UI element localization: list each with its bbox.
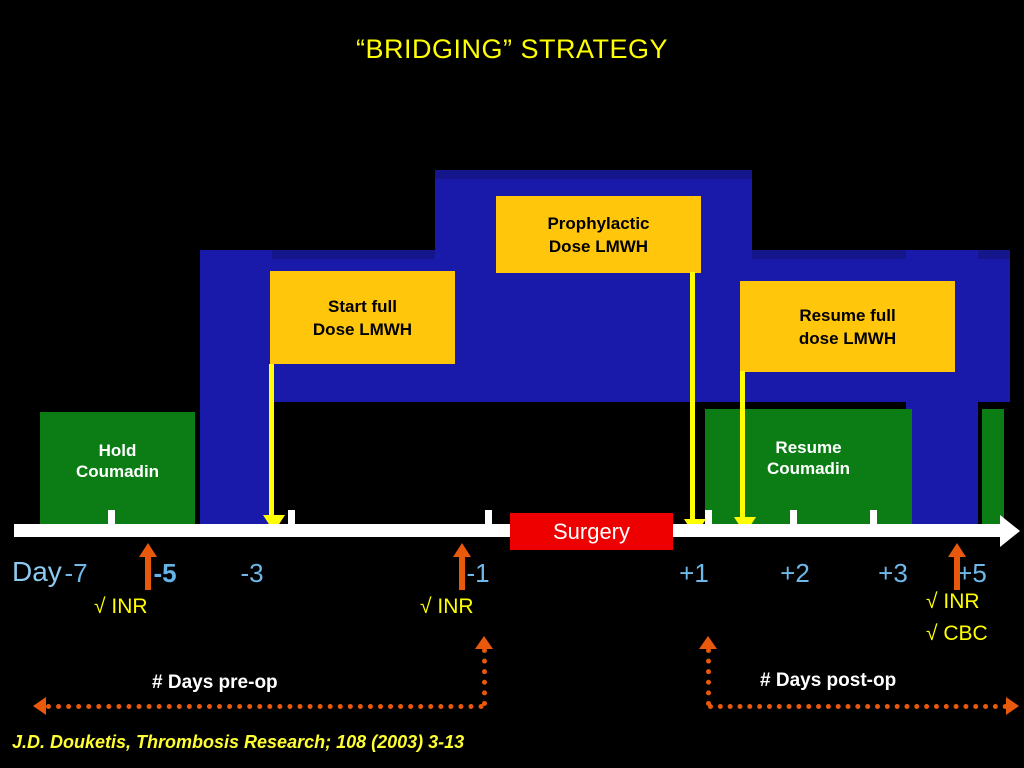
- coumadin-resume-bar-tail: [982, 409, 1004, 527]
- lmwh-bridge-crossbar-bevel-left: [200, 250, 435, 259]
- timeline-day-label-plus3: +3: [878, 558, 908, 588]
- timeline-arrowhead-icon: [1000, 515, 1020, 547]
- timeline-day-label-minus3: -3: [240, 558, 264, 588]
- timeline-tick-1: [288, 510, 295, 526]
- yellow-arrow-prophylactic-stem: [690, 272, 695, 521]
- lmwh-bridge-leg-left: [200, 250, 272, 537]
- postop-span-right-arrowhead-icon: [1006, 697, 1019, 715]
- timeline-day-label-plus1: +1: [679, 558, 709, 588]
- postop-span-line: [708, 704, 1008, 709]
- lmwh-bridge-crossbar-bevel-right: [752, 250, 1010, 259]
- timeline-day-label-minus7: -7: [64, 558, 88, 588]
- inr-check-arrow-3-head-icon: [948, 543, 966, 557]
- coumadin-hold-bar: [40, 412, 195, 527]
- preop-span-riser: [482, 648, 487, 706]
- postop-span-up-arrowhead-icon: [699, 636, 717, 649]
- timeline-axis: [14, 524, 1004, 537]
- yellow-arrow-resume-lmwh-stem: [740, 371, 745, 519]
- callout-start-full-dose-lmwh: Start full Dose LMWH: [270, 271, 455, 364]
- inr-check-label-postop: √ INR: [926, 590, 980, 613]
- page-title: “BRIDGING” STRATEGY: [355, 34, 668, 64]
- preop-span-up-arrowhead-icon: [475, 636, 493, 649]
- citation: J.D. Douketis, Thrombosis Research; 108 …: [12, 732, 465, 752]
- coumadin-resume-bar: [705, 409, 912, 527]
- timeline-axis-label: Day: [12, 556, 62, 587]
- yellow-arrow-start-lmwh-stem: [269, 364, 274, 517]
- timeline-day-label-plus2: +2: [780, 558, 810, 588]
- cbc-check-label-postop: √ CBC: [926, 622, 988, 645]
- postop-span-riser: [706, 648, 711, 706]
- coumadin-hold-label: Hold Coumadin: [75, 441, 160, 481]
- timeline-tick-3: [705, 510, 712, 526]
- preop-span-left-arrowhead-icon: [33, 697, 46, 715]
- timeline-day-label-plus5: +5: [957, 558, 987, 588]
- inr-check-arrow-1-head-icon: [139, 543, 157, 557]
- coumadin-resume-label: Resume Coumadin: [766, 438, 851, 478]
- inr-check-label-day-minus-5: √ INR: [94, 595, 148, 618]
- inr-check-arrow-1-stem: [145, 556, 151, 590]
- timeline-tick-2: [485, 510, 492, 526]
- lmwh-bridge-center-bevel: [435, 170, 752, 179]
- timeline-tick-5: [870, 510, 877, 526]
- inr-check-label-day-minus-1: √ INR: [420, 595, 474, 618]
- timeline-tick-4: [790, 510, 797, 526]
- preop-span-line: [46, 704, 484, 709]
- preop-span-label: # Days pre-op: [152, 672, 278, 693]
- inr-check-arrow-2-head-icon: [453, 543, 471, 557]
- timeline-tick-0: [108, 510, 115, 526]
- callout-resume-full-dose-lmwh: Resume full dose LMWH: [740, 281, 955, 372]
- postop-span-label: # Days post-op: [760, 670, 897, 691]
- inr-check-arrow-3-stem: [954, 556, 960, 590]
- timeline-day-label-minus1: -1: [466, 558, 490, 588]
- callout-prophylactic-dose-lmwh: Prophylactic Dose LMWH: [496, 196, 701, 273]
- timeline-day-label-minus5: -5: [153, 558, 177, 588]
- surgery-marker: Surgery: [510, 513, 673, 550]
- inr-check-arrow-2-stem: [459, 556, 465, 590]
